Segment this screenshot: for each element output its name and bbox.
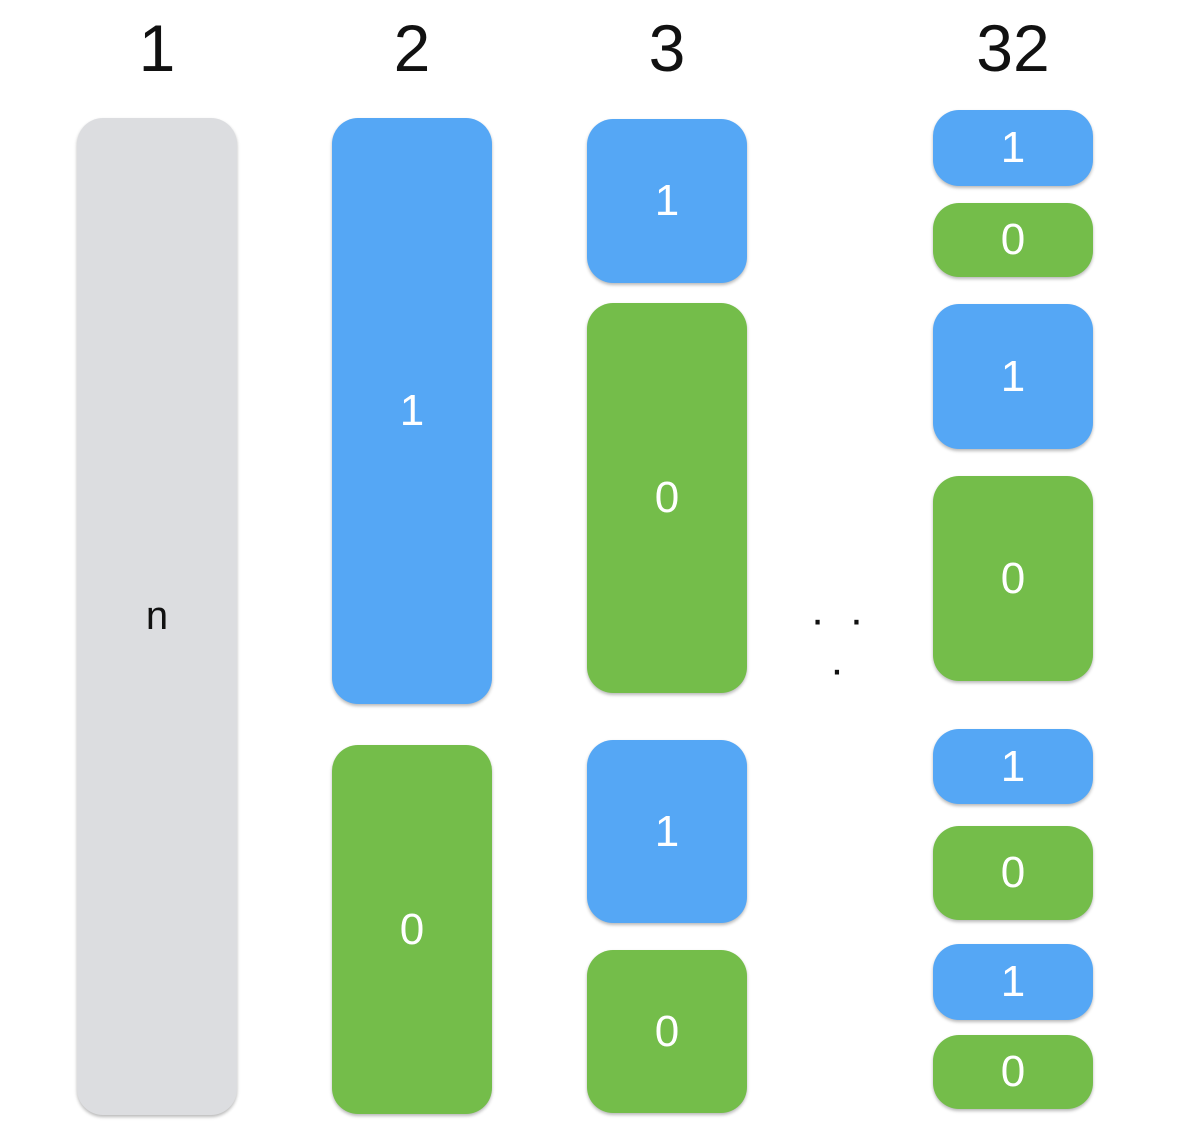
- ellipsis: · · ·: [810, 595, 870, 694]
- block-bit-0: 0: [933, 1035, 1093, 1109]
- block-bit-0: 0: [332, 745, 492, 1114]
- column-header-3: 3: [648, 11, 686, 85]
- block-n: n: [77, 118, 237, 1115]
- block-bit-1: 1: [587, 119, 747, 283]
- block-bit-1: 1: [933, 110, 1093, 186]
- block-bit-1: 1: [587, 740, 747, 923]
- block-bit-0: 0: [587, 303, 747, 693]
- block-bit-0: 0: [933, 476, 1093, 681]
- block-bit-0: 0: [933, 826, 1093, 920]
- block-bit-1: 1: [332, 118, 492, 704]
- block-bit-1: 1: [933, 944, 1093, 1020]
- block-bit-0: 0: [587, 950, 747, 1113]
- column-header-1: 1: [138, 11, 176, 85]
- column-header-32: 32: [976, 11, 1050, 85]
- block-bit-1: 1: [933, 304, 1093, 449]
- column-header-2: 2: [393, 11, 431, 85]
- block-bit-1: 1: [933, 729, 1093, 804]
- block-bit-0: 0: [933, 203, 1093, 277]
